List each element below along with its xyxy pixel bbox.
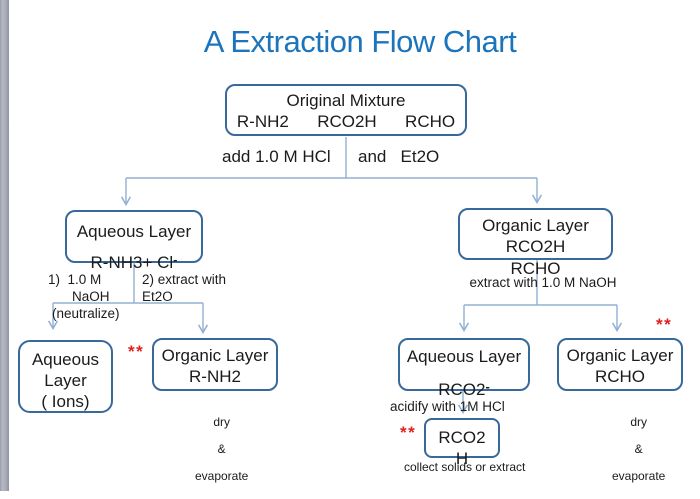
label-collect-solids: collect solids or extract xyxy=(404,460,526,474)
box-original-mixture: Original Mixture R-NH2 RCO2H RCHO xyxy=(225,84,467,136)
dry-line3: evaporate xyxy=(194,468,249,483)
asterisk-marker-rco2h: ** xyxy=(400,423,417,442)
label-step1-naoh: NaOH xyxy=(72,289,110,304)
box-aqueous-layer-left: Aqueous Layer R-NH3+ Cl- xyxy=(65,210,203,272)
box-organic-rnh2: Organic Layer R-NH2 xyxy=(152,338,278,391)
page-title: A Extraction Flow Chart xyxy=(203,24,517,59)
box-rnh2-title: Organic Layer xyxy=(161,346,269,365)
box-organic-right-species2: RCHO xyxy=(510,259,561,278)
box-rco2-title: Aqueous Layer xyxy=(406,347,522,366)
box-aqueous-left-species: R-NH3+ Cl- xyxy=(90,252,178,272)
asterisk-marker-rcho: ** xyxy=(656,315,673,334)
dry-line2: & xyxy=(217,441,226,456)
box-organic-right-species1: RCO2H xyxy=(505,237,566,256)
dry-line2: & xyxy=(634,441,643,456)
dry-line3: evaporate xyxy=(611,468,666,483)
box-original-title: Original Mixture xyxy=(286,91,406,110)
label-acidify-hcl: acidify with 1M HCl xyxy=(390,399,505,414)
label-extract-naoh: extract with 1.0 M NaOH xyxy=(469,275,617,290)
label-step2-et2o: Et2O xyxy=(142,289,173,304)
label-add-hcl: add 1.0 M HCl xyxy=(222,147,331,166)
box-aqueous-ions: Aqueous Layer ( Ions) xyxy=(18,340,113,413)
box-rcho-title: Organic Layer xyxy=(566,346,674,365)
box-original-compounds: R-NH2 RCO2H RCHO xyxy=(236,112,456,131)
dry-line1: dry xyxy=(213,414,230,429)
label-step2-extract: 2) extract with xyxy=(142,272,227,287)
label-and-et2o: and Et2O xyxy=(358,147,440,166)
box-aqueous-rco2: Aqueous Layer RCO2- xyxy=(398,338,530,399)
box-ions-line1: Aqueous xyxy=(31,350,100,369)
charge-minus: - xyxy=(485,379,490,394)
box-rnh2-species: R-NH2 xyxy=(189,367,241,386)
label-step1-neutralize: (neutralize) xyxy=(52,306,120,321)
box-organic-layer-right: Organic Layer RCO2H RCHO xyxy=(458,208,613,278)
box-organic-right-title: Organic Layer xyxy=(482,216,589,235)
box-rco2h-line1: RCO2 xyxy=(438,428,486,447)
label-dry-evaporate-right: dry & evaporate xyxy=(586,402,678,497)
dry-line1: dry xyxy=(630,414,647,429)
box-rco2-species: RCO2- xyxy=(438,379,490,399)
box-rco2h-line2: H xyxy=(455,449,469,468)
slide-edge-strip xyxy=(0,0,9,491)
box-organic-rcho: Organic Layer RCHO xyxy=(557,338,683,391)
label-dry-evaporate-left: dry & evaporate xyxy=(169,402,261,497)
box-rco2h-product: RCO2 H xyxy=(424,418,500,468)
box-rcho-species: RCHO xyxy=(594,367,646,386)
charge-minus: - xyxy=(173,252,178,267)
asterisk-marker-rnh2: ** xyxy=(128,342,145,361)
label-step1-reagent: 1) 1.0 M xyxy=(48,272,102,287)
box-aqueous-left-title: Aqueous Layer xyxy=(76,222,192,241)
box-ions-line2: Layer xyxy=(44,371,87,390)
box-ions-line3: ( Ions) xyxy=(41,392,90,411)
